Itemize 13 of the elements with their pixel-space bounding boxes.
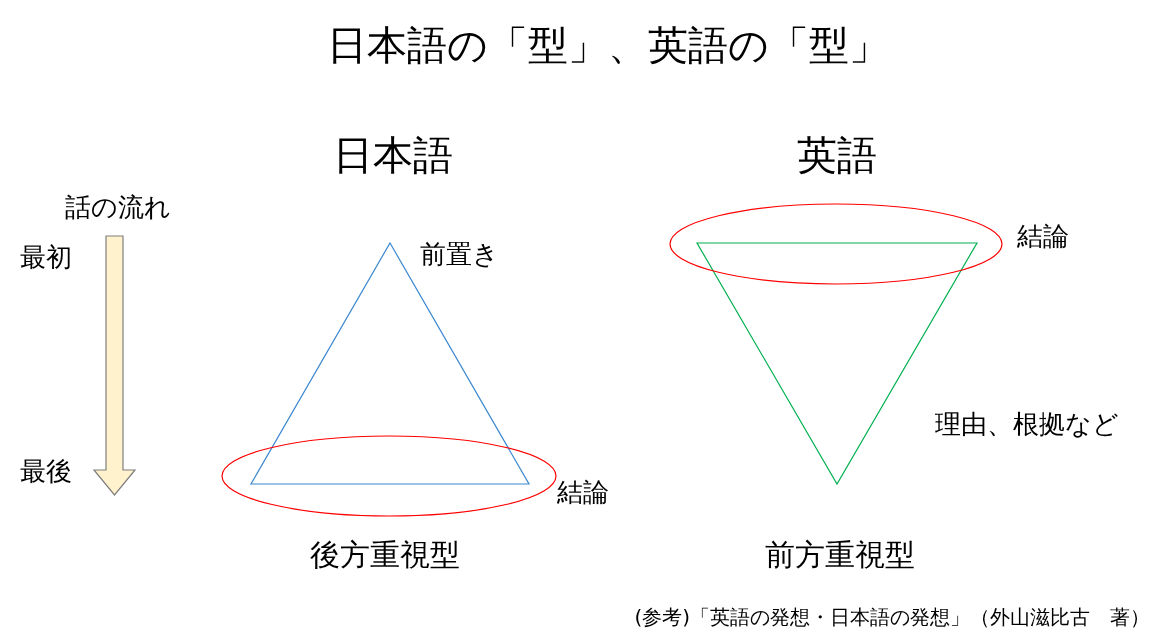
label: 理由、根拠など <box>935 410 1119 440</box>
label: 結論 <box>1017 222 1069 252</box>
type-label: 後方重視型 <box>310 537 460 573</box>
label: 前置き <box>420 240 499 270</box>
type-label: 前方重視型 <box>765 537 915 573</box>
title: 日本語の「型」、英語の「型」 <box>327 22 889 68</box>
axis-label: 話の流れ <box>65 193 171 223</box>
caption: (参考)「英語の発想・日本語の発想」（外山滋比古 著） <box>634 605 1150 629</box>
heading: 英語 <box>797 132 877 178</box>
axis-label: 最後 <box>20 457 72 487</box>
label: 結論 <box>557 478 609 508</box>
axis-label: 最初 <box>20 243 72 273</box>
heading: 日本語 <box>333 132 453 178</box>
